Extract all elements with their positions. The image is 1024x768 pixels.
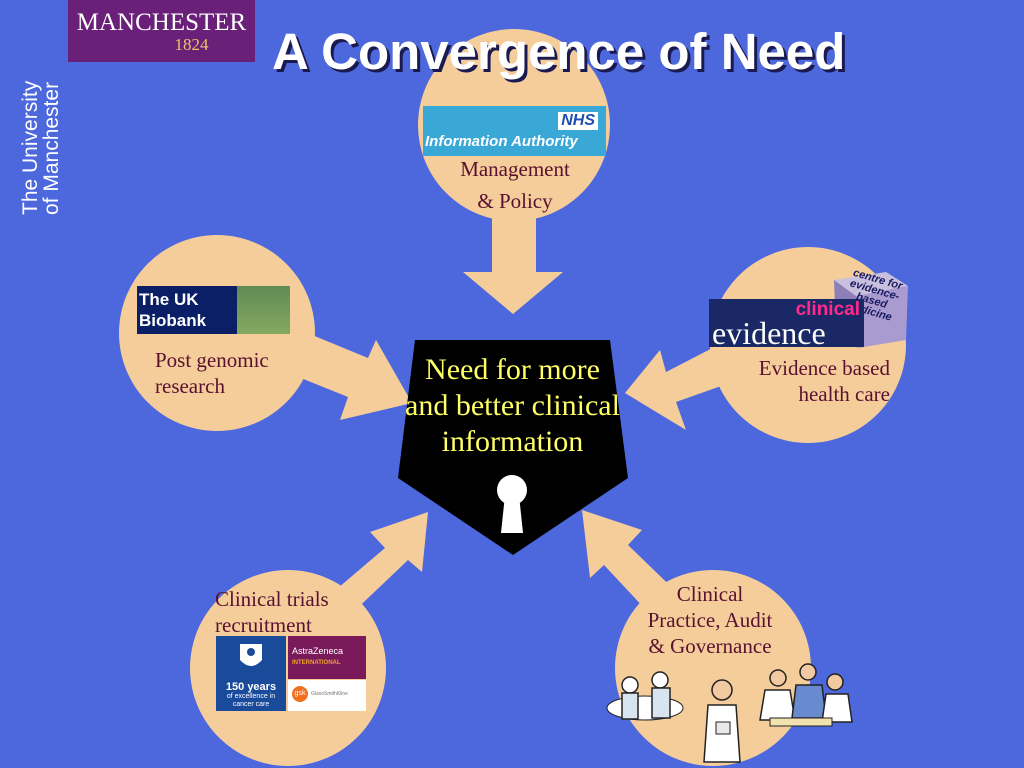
center-line1: Need for more xyxy=(425,353,600,386)
university-logo: MANCHESTER 1824 xyxy=(68,0,255,62)
node-bottom-right-line1: Clinical xyxy=(676,582,744,606)
node-bottom-left-line1: Clinical trials xyxy=(215,587,329,611)
christie-sub2: cancer care xyxy=(232,701,270,708)
az-text: AstraZeneca INTERNATIONAL xyxy=(292,645,343,669)
crest-icon xyxy=(240,644,262,666)
node-right-line2: health care xyxy=(798,382,890,406)
node-right-label: Evidence based health care xyxy=(712,355,890,407)
biobank-photo xyxy=(237,286,290,334)
clinical-staff-clipart xyxy=(606,663,853,763)
node-top-line2: & Policy xyxy=(477,189,553,213)
arrow-bottom-right xyxy=(582,510,690,625)
logo-year: 1824 xyxy=(174,34,209,54)
christie-text: 150 years of excellence in cancer care xyxy=(216,681,286,709)
node-bottom-right-line3: & Governance xyxy=(648,634,772,658)
arrow-right xyxy=(625,340,738,430)
nhs-logo: NHS Information Authority xyxy=(423,106,606,156)
node-bottom-left-label: Clinical trials recruitment xyxy=(215,586,329,638)
arrow-bottom-left xyxy=(318,512,428,620)
astrazeneca-logo: AstraZeneca INTERNATIONAL xyxy=(288,636,366,679)
university-vertical-name: The University of Manchester xyxy=(19,15,63,215)
keyhole-icon xyxy=(497,475,527,533)
center-text: Need for more and better clinical inform… xyxy=(360,352,665,460)
gsk-badge: gsk xyxy=(292,686,308,702)
arrow-left xyxy=(286,330,412,420)
biobank-text: The UK Biobank xyxy=(139,289,206,331)
node-bottom-left-line2: recruitment xyxy=(215,613,312,637)
node-bottom-right-line2: Practice, Audit xyxy=(647,608,773,632)
clinical-evidence-logo: clinical evidence xyxy=(709,299,864,351)
center-line2: and better clinical xyxy=(405,389,620,422)
nhs-badge: NHS xyxy=(558,112,598,130)
node-top-line1: Management xyxy=(460,157,570,181)
biobank-logo: The UK Biobank xyxy=(137,286,290,334)
christie-logo: 150 years of excellence in cancer care xyxy=(216,636,286,711)
node-left-label: Post genomic research xyxy=(155,347,269,399)
christie-big: 150 years xyxy=(225,681,277,693)
christie-sub1: of excellence in xyxy=(226,693,276,700)
gsk-name: GlaxoSmithKline xyxy=(311,691,348,697)
az-name: AstraZeneca xyxy=(292,646,344,656)
center-line3: information xyxy=(441,425,584,458)
node-left-line2: research xyxy=(155,374,225,398)
university-line2: of Manchester xyxy=(40,81,63,215)
center-pentagon xyxy=(398,340,628,555)
az-sub: INTERNATIONAL xyxy=(292,660,341,666)
node-bottom-right-label: Clinical Practice, Audit & Governance xyxy=(622,581,798,659)
gsk-logo: gsk GlaxoSmithKline xyxy=(288,680,366,711)
ce-clinical-word: clinical xyxy=(795,299,860,320)
arrow-top xyxy=(463,200,563,314)
slide-title: A Convergence of Need xyxy=(272,23,846,80)
nhs-org-name: Information Authority xyxy=(425,133,578,150)
node-top-label: Management & Policy xyxy=(430,156,600,214)
logo-name: MANCHESTER xyxy=(76,8,247,36)
biobank-line1: The UK xyxy=(139,290,199,309)
node-right-line1: Evidence based xyxy=(758,356,890,380)
ce-evidence-word: evidence xyxy=(712,315,826,351)
university-line1: The University xyxy=(19,80,42,215)
biobank-line2: Biobank xyxy=(139,311,207,330)
node-left-line1: Post genomic xyxy=(155,348,269,372)
